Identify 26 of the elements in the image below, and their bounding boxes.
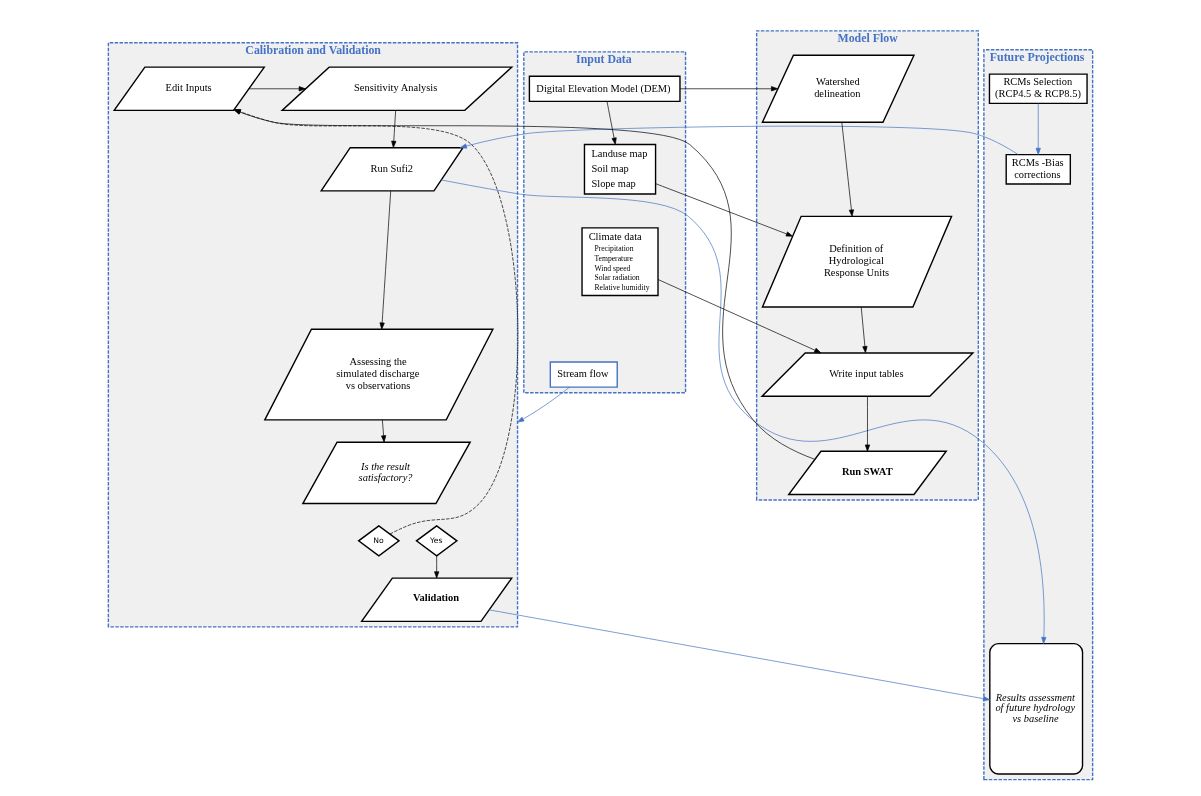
- node-box: Digital Elevation Model (DEM): [528, 75, 681, 102]
- arrow: [841, 122, 854, 217]
- arrow: [434, 555, 440, 579]
- arrow: [459, 125, 1019, 155]
- arrow: [489, 609, 990, 702]
- arrow: [517, 386, 570, 423]
- arrow: [655, 183, 793, 237]
- arrow: [606, 101, 617, 145]
- node-box: Climate data Precipitation Temperature Wind speed Solar radiation Relative humidity: [581, 227, 659, 297]
- arrow: [248, 86, 306, 92]
- arrow: [233, 109, 519, 535]
- node-box: RCMs -Bias corrections: [1005, 153, 1072, 185]
- arrow: [233, 109, 815, 460]
- arrow: [391, 110, 397, 148]
- arrow: [441, 179, 1047, 644]
- arrow: [1035, 103, 1041, 155]
- arrow: [679, 86, 779, 92]
- node-box: Landuse map Soil map Slope map: [583, 143, 657, 195]
- node-box: Stream flow: [549, 361, 618, 388]
- arrow: [657, 279, 822, 354]
- arrow: [860, 306, 868, 354]
- node-box: RCMs Selection (RCP4.5 & RCP8.5): [988, 73, 1088, 105]
- arrow: [864, 395, 871, 452]
- node-box: Results assessment of future hydrology vs baseline: [989, 642, 1084, 775]
- arrow: [381, 419, 387, 443]
- arrow: [379, 190, 392, 330]
